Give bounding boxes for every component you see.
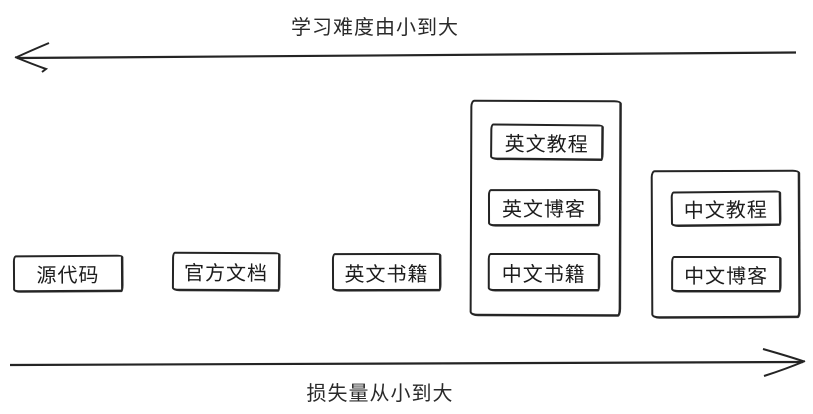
box-official-docs-label: 官方文档 [183,262,269,286]
box-english-tutorials: 英文教程 [490,123,604,161]
group-english-resources: 英文教程 英文博客 中文书籍 [469,99,622,317]
bottom-axis-label: 损失量从小到大 [306,383,454,405]
box-english-blogs: 英文博客 [487,188,601,227]
box-chinese-tutorials-label: 中文教程 [683,199,768,223]
box-official-docs: 官方文档 [171,251,281,292]
box-english-tutorials-label: 英文教程 [504,133,589,156]
box-chinese-blogs: 中文博客 [671,255,782,293]
box-english-blogs-label: 英文博客 [501,198,587,222]
box-chinese-tutorials: 中文教程 [670,190,782,227]
top-axis-label: 学习难度由小到大 [291,17,459,39]
box-chinese-books: 中文书籍 [487,252,600,291]
right-arrow-icon [6,343,808,383]
box-chinese-books-label: 中文书籍 [501,263,586,286]
box-chinese-blogs-label: 中文博客 [684,265,769,288]
box-source-code: 源代码 [12,254,124,293]
group-chinese-resources: 中文教程 中文博客 [650,169,801,319]
left-arrow-icon [8,38,800,76]
box-english-books: 英文书籍 [331,252,442,292]
box-english-books-label: 英文书籍 [344,263,429,286]
box-source-code-label: 源代码 [36,264,100,288]
